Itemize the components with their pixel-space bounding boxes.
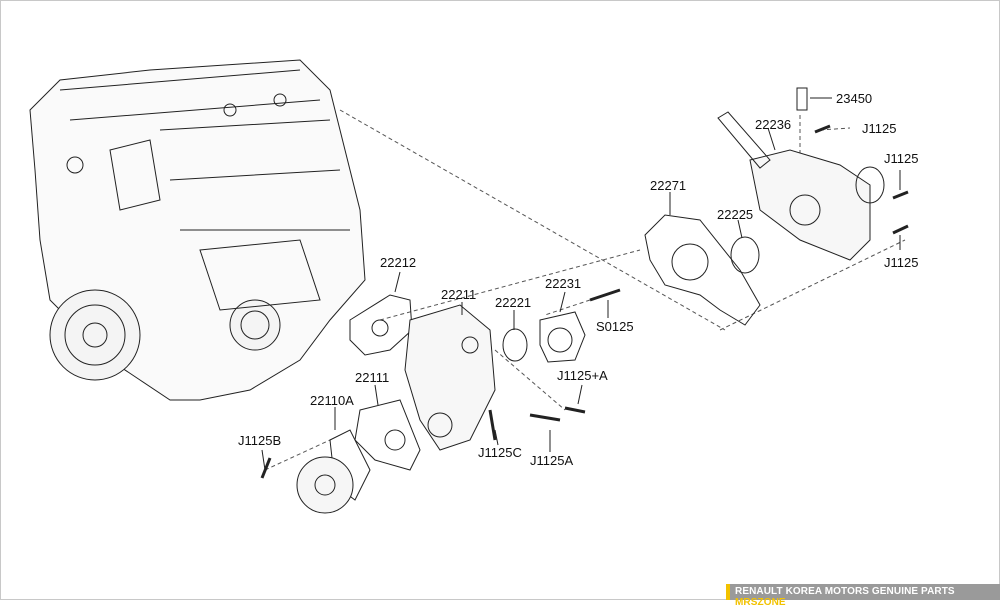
thermostat-22221 (502, 328, 528, 362)
bolt-j1125-right1 (892, 190, 909, 200)
pump-pulley (296, 456, 354, 514)
bolt-j1125-top (814, 124, 831, 134)
label-j1125b[interactable]: J1125B (238, 433, 282, 448)
gasket-22271 (644, 214, 761, 326)
label-22212[interactable]: 22212 (380, 255, 417, 270)
label-22110a[interactable]: 22110A (310, 393, 354, 408)
footer-text: RENAULT KOREA MOTORS GENUINE PARTS MRSZO… (735, 586, 1000, 608)
bolt-j1125c (488, 409, 497, 441)
label-j1125a[interactable]: J1125A (530, 453, 574, 468)
bolt-j1125plusa (564, 406, 586, 414)
label-23450[interactable]: 23450 (836, 91, 873, 106)
label-j1125-top[interactable]: J1125 (862, 121, 897, 136)
sensor-23450 (796, 87, 808, 111)
bolt-s0125 (589, 288, 621, 302)
label-22236[interactable]: 22236 (755, 117, 792, 132)
label-j1125plusa[interactable]: J1125+A (557, 368, 608, 383)
leader-lines (264, 109, 906, 471)
bolt-j1125-right2 (892, 224, 909, 235)
label-22111[interactable]: 22111 (355, 370, 390, 385)
footer-banner: RENAULT KOREA MOTORS GENUINE PARTS MRSZO… (726, 584, 1000, 608)
bolt-j1125a (529, 413, 561, 422)
label-22231[interactable]: 22231 (545, 276, 582, 291)
housing-22211 (404, 304, 496, 451)
footer-caption: RENAULT KOREA MOTORS GENUINE PARTS (735, 586, 955, 597)
label-j1125-right2[interactable]: J1125 (884, 255, 919, 270)
gasket-22212 (349, 294, 413, 356)
label-j1125c[interactable]: J1125C (478, 445, 522, 460)
label-j1125-right1[interactable]: J1125 (884, 151, 919, 166)
footer-accent (726, 584, 730, 600)
engine-block (29, 59, 366, 401)
outlet-22236 (749, 149, 871, 261)
label-22271[interactable]: 22271 (650, 178, 687, 193)
label-22211[interactable]: 22211 (441, 287, 477, 302)
label-22225[interactable]: 22225 (717, 207, 754, 222)
bolt-j1125b (260, 457, 272, 479)
footer-brand: MRSZONE (735, 597, 786, 608)
thermostat-22225 (730, 236, 760, 274)
cover-22231 (539, 311, 586, 363)
label-22221[interactable]: 22221 (495, 295, 532, 310)
label-s0125[interactable]: S0125 (596, 319, 634, 334)
